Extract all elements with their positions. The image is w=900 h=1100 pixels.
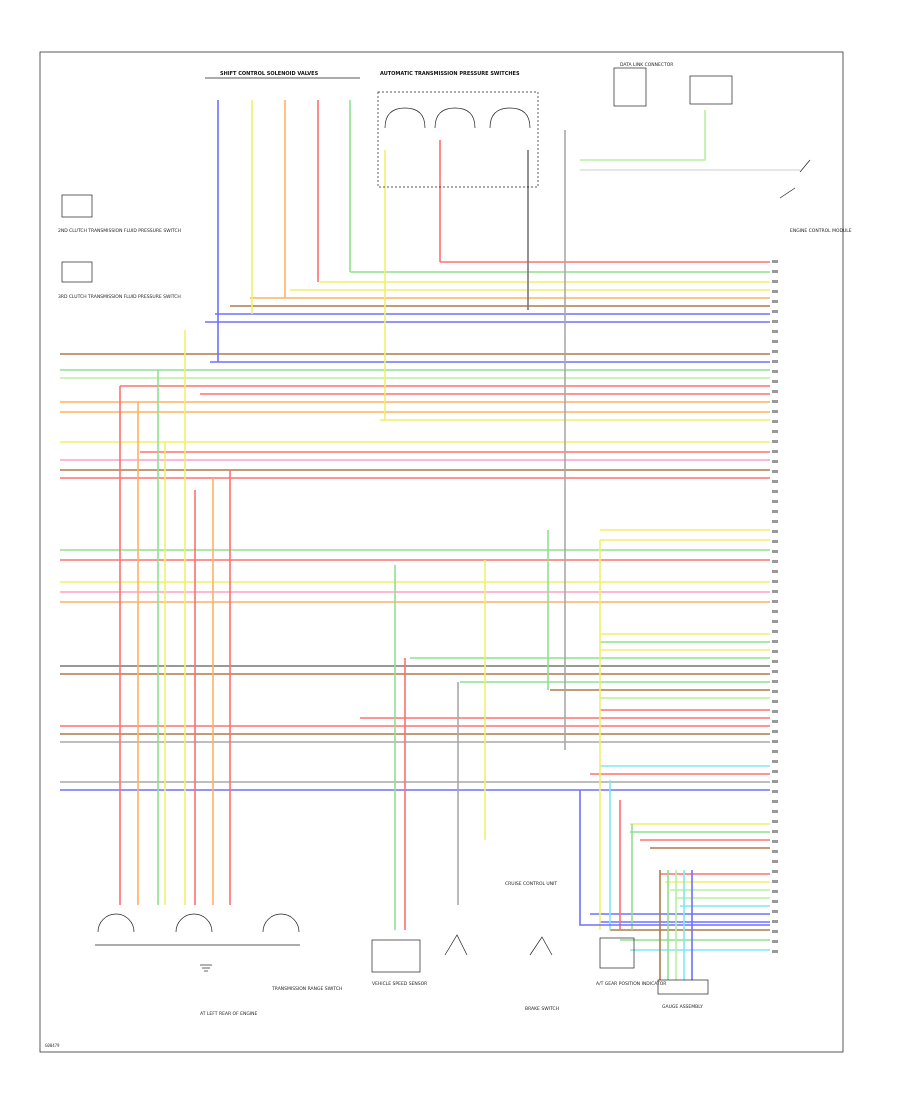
ecm-pin-36 xyxy=(772,620,778,623)
ecm-pin-33 xyxy=(772,590,778,593)
press-sw-3-label: 3RD CLUTCH TRANSMISSION FLUID PRESSURE S… xyxy=(58,294,181,300)
ecm-pin-37 xyxy=(772,630,778,633)
ecm-pin-47 xyxy=(772,730,778,733)
ecm-pin-60 xyxy=(772,860,778,863)
ecm-pin-59 xyxy=(772,850,778,853)
label-group: SHIFT CONTROL SOLENOID VALVES AUTOMATIC … xyxy=(45,62,852,1048)
footer-code: G00479 xyxy=(45,1043,60,1048)
ecm-pin-21 xyxy=(772,470,778,473)
ecm-pin-25 xyxy=(772,510,778,513)
ecm-pin-1 xyxy=(772,270,778,273)
ecm-pin-18 xyxy=(772,440,778,443)
component-group xyxy=(61,67,811,995)
ecm-pin-32 xyxy=(772,580,778,583)
ecm-pin-34 xyxy=(772,600,778,603)
ecm-pin-42 xyxy=(772,680,778,683)
shift-solenoids-label: SHIFT CONTROL SOLENOID VALVES xyxy=(220,71,319,77)
ecm-pin-14 xyxy=(772,400,778,403)
wire-group xyxy=(60,100,800,980)
ecm-pin-11 xyxy=(772,370,778,373)
dtc-label: DATA LINK CONNECTOR xyxy=(620,62,673,68)
ecm-pin-69 xyxy=(772,950,778,953)
ecm-pin-39 xyxy=(772,650,778,653)
ecm-pin-49 xyxy=(772,750,778,753)
ecm-pin-7 xyxy=(772,330,778,333)
ecm-pin-24 xyxy=(772,500,778,503)
ecm-pin-45 xyxy=(772,710,778,713)
brake-sw-label: BRAKE SWITCH xyxy=(525,1006,559,1012)
ground-label: AT LEFT REAR OF ENGINE xyxy=(200,1011,258,1017)
ecm-pin-65 xyxy=(772,910,778,913)
ecm-pin-50 xyxy=(772,760,778,763)
ecm-pin-2 xyxy=(772,280,778,283)
ecm-pin-40 xyxy=(772,660,778,663)
press-sw-2-label: 2ND CLUTCH TRANSMISSION FLUID PRESSURE S… xyxy=(58,228,181,234)
gauge-label: GAUGE ASSEMBLY xyxy=(662,1004,703,1010)
ecm-pin-16 xyxy=(772,420,778,423)
ecm-pin-55 xyxy=(772,810,778,813)
ecm-pin-5 xyxy=(772,310,778,313)
ecm-pin-20 xyxy=(772,460,778,463)
ecm-pin-46 xyxy=(772,720,778,723)
ecm-pin-38 xyxy=(772,640,778,643)
ecm-pin-56 xyxy=(772,820,778,823)
ecm-pin-67 xyxy=(772,930,778,933)
ecm-pin-29 xyxy=(772,550,778,553)
ecm-pin-53 xyxy=(772,790,778,793)
wire-89 xyxy=(579,790,770,926)
ecm-pin-64 xyxy=(772,900,778,903)
ecm-pin-19 xyxy=(772,450,778,453)
ecm-pin-31 xyxy=(772,570,778,573)
ecm-pin-66 xyxy=(772,920,778,923)
ecm-pin-63 xyxy=(772,890,778,893)
ecm-pin-28 xyxy=(772,540,778,543)
ecm-pin-4 xyxy=(772,300,778,303)
ecm-pin-27 xyxy=(772,530,778,533)
ecm-pin-41 xyxy=(772,670,778,673)
ecm-pin-13 xyxy=(772,390,778,393)
ecm-pin-17 xyxy=(772,430,778,433)
ecm-pin-48 xyxy=(772,740,778,743)
ecm-pin-12 xyxy=(772,380,778,383)
ecm-pin-23 xyxy=(772,490,778,493)
ecm-pin-51 xyxy=(772,770,778,773)
ecm-pin-57 xyxy=(772,830,778,833)
ecm-pin-54 xyxy=(772,800,778,803)
wire-70 xyxy=(580,110,706,161)
speed-sensor-label: VEHICLE SPEED SENSOR xyxy=(372,981,427,987)
ecm-pin-10 xyxy=(772,360,778,363)
trans-switches-label: AUTOMATIC TRANSMISSION PRESSURE SWITCHES xyxy=(380,71,520,77)
ecm-pin-44 xyxy=(772,700,778,703)
tr-sensor-label: TRANSMISSION RANGE SWITCH xyxy=(271,986,342,992)
ecm-pin-35 xyxy=(772,610,778,613)
ecm-pin-62 xyxy=(772,880,778,883)
ecm-pin-9 xyxy=(772,350,778,353)
a-t-gear-label: A/T GEAR POSITION INDICATOR xyxy=(596,981,666,987)
ecm-pin-15 xyxy=(772,410,778,413)
ecm-pin-6 xyxy=(772,320,778,323)
ecm-pin-22 xyxy=(772,480,778,483)
ecm-pin-58 xyxy=(772,840,778,843)
ecm-pin-52 xyxy=(772,780,778,783)
ecm-pin-3 xyxy=(772,290,778,293)
ecm-pin-8 xyxy=(772,340,778,343)
ecm-label: ENGINE CONTROL MODULE xyxy=(790,228,852,234)
ecm-pin-61 xyxy=(772,870,778,873)
diagram-frame xyxy=(39,51,844,1053)
ecm-pin-68 xyxy=(772,940,778,943)
pin-labels xyxy=(772,260,778,953)
cruise-label: CRUISE CONTROL UNIT xyxy=(505,881,557,887)
ecm-pin-43 xyxy=(772,690,778,693)
ecm-pin-26 xyxy=(772,520,778,523)
ecm-pin-0 xyxy=(772,260,778,263)
ecm-pin-30 xyxy=(772,560,778,563)
